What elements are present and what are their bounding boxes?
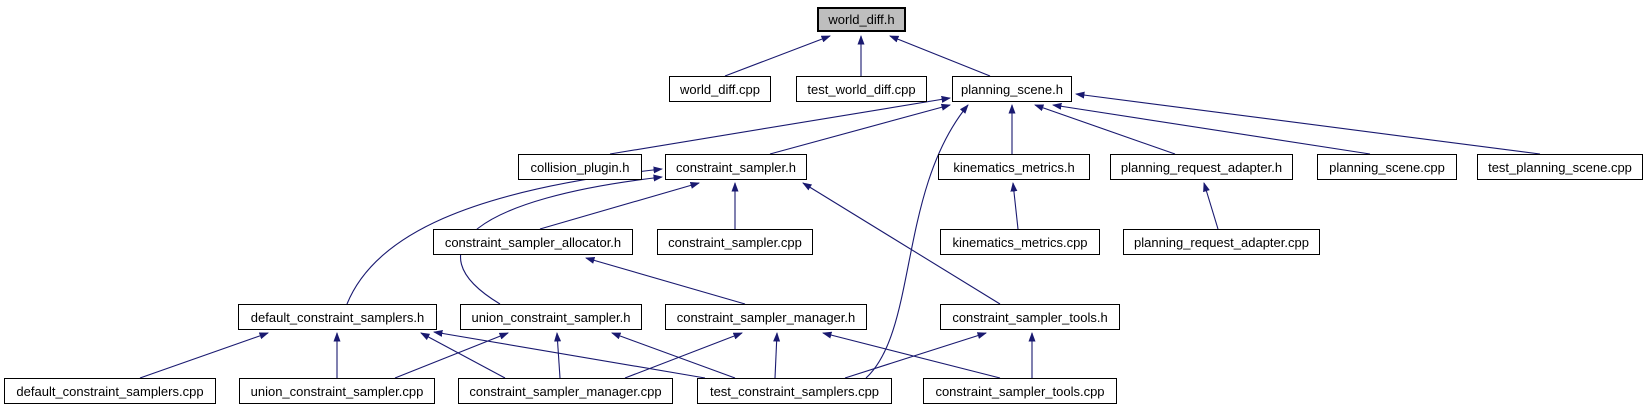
node-label: default_constraint_samplers.cpp [16,383,204,399]
node-world_diff_cpp[interactable]: world_diff.cpp [669,76,771,102]
node-constraint_sampler_h[interactable]: constraint_sampler.h [665,154,807,180]
edge-constraint_sampler_manager_h-to-constraint_sampler_allocator_h [585,257,746,305]
node-constraint_sampler_cpp[interactable]: constraint_sampler.cpp [657,229,813,255]
edge-test_constraint_samplers_cpp-to-default_constraint_samplers_h [433,329,706,379]
edge-world_diff_cpp-to-world_diff_h [724,35,831,77]
node-label: union_constraint_sampler.cpp [250,383,424,399]
node-constraint_sampler_tools_cpp[interactable]: constraint_sampler_tools.cpp [923,378,1117,404]
edge-constraint_sampler_allocator_h-to-constraint_sampler_h [539,182,700,230]
edge-constraint_sampler_manager_cpp-to-union_constraint_sampler_h [554,332,562,379]
node-label: planning_scene.h [961,81,1063,97]
node-kinematics_metrics_h[interactable]: kinematics_metrics.h [938,154,1090,180]
edge-kinematics_metrics_cpp-to-kinematics_metrics_h [1010,182,1019,230]
edge-planning_scene_cpp-to-planning_scene_h [1052,102,1371,155]
node-constraint_sampler_allocator_h[interactable]: constraint_sampler_allocator.h [433,229,633,255]
node-label: planning_scene.cpp [1329,159,1445,175]
edge-collision_plugin_h-to-planning_scene_h [609,95,951,155]
node-label: planning_request_adapter.h [1120,159,1283,175]
node-constraint_sampler_manager_cpp[interactable]: constraint_sampler_manager.cpp [458,378,673,404]
node-label: test_constraint_samplers.cpp [709,383,880,399]
node-label: world_diff.h [828,12,895,27]
edge-constraint_sampler_tools_cpp-to-constraint_sampler_manager_h [822,331,1001,379]
node-planning_request_adapter_cpp[interactable]: planning_request_adapter.cpp [1123,229,1320,255]
node-label: constraint_sampler.h [676,159,796,175]
node-label: constraint_sampler_allocator.h [444,234,622,250]
edge-planning_scene_h-to-world_diff_h [889,35,991,77]
node-test_planning_scene_cpp[interactable]: test_planning_scene.cpp [1477,154,1643,180]
node-union_constraint_sampler_h[interactable]: union_constraint_sampler.h [460,304,642,330]
node-label: test_world_diff.cpp [807,81,916,97]
edge-constraint_sampler_h-to-planning_scene_h [769,103,951,155]
edge-union_constraint_sampler_h-to-constraint_sampler_h [459,174,663,305]
node-kinematics_metrics_cpp[interactable]: kinematics_metrics.cpp [940,229,1100,255]
edge-constraint_sampler_manager_cpp-to-default_constraint_samplers_h [420,332,506,379]
node-label: constraint_sampler.cpp [668,234,802,250]
node-label: default_constraint_samplers.h [250,309,425,325]
edge-test_constraint_samplers_cpp-to-planning_scene_h [865,104,969,379]
edge-default_constraint_samplers_cpp-to-default_constraint_samplers_h [139,332,269,379]
node-label: constraint_sampler_manager.h [676,309,856,325]
edge-constraint_sampler_tools_h-to-constraint_sampler_h [802,182,1001,305]
node-label: constraint_sampler_manager.cpp [469,383,662,399]
node-default_constraint_samplers_h[interactable]: default_constraint_samplers.h [238,304,437,330]
node-constraint_sampler_tools_h[interactable]: constraint_sampler_tools.h [940,304,1120,330]
node-planning_scene_cpp[interactable]: planning_scene.cpp [1317,154,1457,180]
node-constraint_sampler_manager_h[interactable]: constraint_sampler_manager.h [665,304,867,330]
edge-planning_request_adapter_h-to-planning_scene_h [1034,104,1176,155]
node-test_constraint_samplers_cpp[interactable]: test_constraint_samplers.cpp [697,378,892,404]
edge-test_constraint_samplers_cpp-to-constraint_sampler_tools_h [844,332,987,379]
node-label: collision_plugin.h [530,159,630,175]
edge-test_constraint_samplers_cpp-to-union_constraint_sampler_h [611,332,736,379]
node-planning_scene_h[interactable]: planning_scene.h [952,76,1072,102]
edge-constraint_sampler_manager_cpp-to-constraint_sampler_manager_h [624,332,743,379]
node-label: kinematics_metrics.cpp [952,234,1088,250]
node-label: test_planning_scene.cpp [1488,159,1632,175]
node-world_diff_h[interactable]: world_diff.h [817,7,906,32]
node-test_world_diff_cpp[interactable]: test_world_diff.cpp [796,76,927,102]
node-label: constraint_sampler_tools.h [952,309,1108,325]
node-label: union_constraint_sampler.h [471,309,631,325]
node-label: constraint_sampler_tools.cpp [935,383,1105,399]
edge-test_constraint_samplers_cpp-to-constraint_sampler_manager_h [773,332,781,379]
edge-planning_request_adapter_cpp-to-planning_request_adapter_h [1203,182,1219,230]
node-collision_plugin_h[interactable]: collision_plugin.h [518,154,642,180]
node-label: kinematics_metrics.h [953,159,1075,175]
node-union_constraint_sampler_cpp[interactable]: union_constraint_sampler.cpp [239,378,435,404]
node-default_constraint_samplers_cpp[interactable]: default_constraint_samplers.cpp [4,378,216,404]
edge-test_planning_scene_cpp-to-planning_scene_h [1075,91,1541,155]
edge-union_constraint_sampler_cpp-to-union_constraint_sampler_h [394,332,509,379]
node-label: world_diff.cpp [680,81,760,97]
node-planning_request_adapter_h[interactable]: planning_request_adapter.h [1110,154,1293,180]
node-label: planning_request_adapter.cpp [1134,234,1309,250]
